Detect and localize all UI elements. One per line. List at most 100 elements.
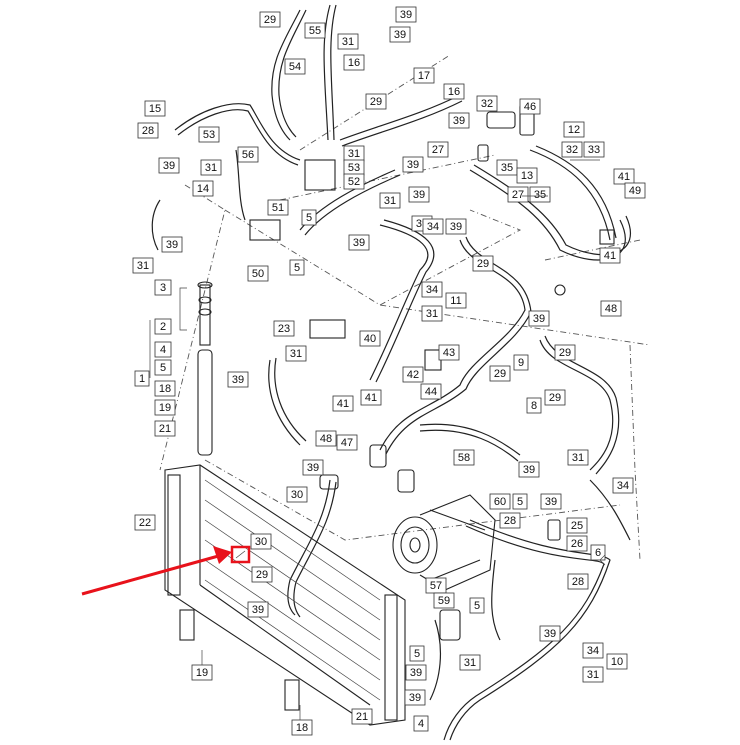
- callout: 42: [402, 366, 424, 383]
- svg-text:34: 34: [587, 645, 599, 657]
- callout: 53: [198, 126, 220, 143]
- svg-text:39: 39: [545, 496, 557, 508]
- svg-text:49: 49: [629, 185, 641, 197]
- svg-text:31: 31: [464, 657, 476, 669]
- condenser: [164, 464, 406, 726]
- callout: 35: [496, 159, 518, 176]
- callout: 43: [438, 344, 460, 361]
- callout: 50: [247, 265, 269, 282]
- svg-text:47: 47: [341, 437, 353, 449]
- svg-text:23: 23: [278, 323, 290, 335]
- svg-text:39: 39: [400, 9, 412, 21]
- callout: 32: [476, 95, 498, 112]
- svg-text:55: 55: [309, 25, 321, 37]
- callout: 39: [402, 156, 424, 173]
- callout: 34: [422, 218, 444, 235]
- svg-text:41: 41: [365, 392, 377, 404]
- callout: 48: [600, 300, 622, 317]
- highlight-arrow: [81, 545, 251, 596]
- callout: 35: [529, 186, 551, 203]
- callout: 5: [512, 493, 528, 510]
- callout: 41: [613, 168, 635, 185]
- svg-text:14: 14: [197, 183, 209, 195]
- callout: 3: [154, 279, 172, 296]
- svg-text:9: 9: [518, 357, 524, 369]
- svg-text:41: 41: [618, 171, 630, 183]
- group-outlines: [159, 54, 651, 561]
- svg-text:39: 39: [407, 159, 419, 171]
- callout: 29: [554, 344, 576, 361]
- callout: 30: [250, 533, 272, 550]
- svg-text:33: 33: [588, 144, 600, 156]
- callout: 21: [351, 708, 373, 725]
- callout: 39: [302, 459, 324, 476]
- callout: 6: [590, 544, 606, 561]
- callout: 19: [154, 399, 176, 416]
- callout: 49: [624, 182, 646, 199]
- svg-text:39: 39: [409, 692, 421, 704]
- callout: 39: [404, 689, 426, 706]
- callout: 31: [379, 192, 401, 209]
- svg-text:31: 31: [587, 669, 599, 681]
- svg-text:44: 44: [425, 386, 437, 398]
- svg-text:18: 18: [159, 383, 171, 395]
- svg-text:29: 29: [256, 569, 268, 581]
- svg-text:29: 29: [264, 14, 276, 26]
- svg-text:42: 42: [407, 369, 419, 381]
- callout: 41: [599, 247, 621, 264]
- svg-text:39: 39: [166, 239, 178, 251]
- svg-text:34: 34: [426, 284, 438, 296]
- callout: 31: [343, 145, 365, 162]
- callout: 31: [132, 257, 154, 274]
- callout: 27: [507, 186, 529, 203]
- svg-text:58: 58: [458, 452, 470, 464]
- callout: 39: [348, 234, 370, 251]
- callout: 39: [408, 186, 430, 203]
- callout: 1: [134, 370, 150, 387]
- callout: 26: [566, 535, 588, 552]
- callout: 34: [421, 281, 443, 298]
- callout: 39: [405, 664, 427, 681]
- svg-text:35: 35: [534, 189, 546, 201]
- svg-text:5: 5: [306, 212, 312, 224]
- svg-text:39: 39: [533, 313, 545, 325]
- callout: 8: [526, 397, 542, 414]
- callout: 41: [332, 395, 354, 412]
- callout: 47: [336, 434, 358, 451]
- ac-compressor: [392, 494, 496, 591]
- svg-text:29: 29: [549, 392, 561, 404]
- svg-text:53: 53: [348, 162, 360, 174]
- svg-text:41: 41: [604, 250, 616, 262]
- svg-text:48: 48: [605, 303, 617, 315]
- callout: 5: [469, 597, 485, 614]
- callout: 4: [154, 341, 172, 358]
- callout: 39: [395, 6, 417, 23]
- svg-text:28: 28: [142, 125, 154, 137]
- callout: 39: [445, 218, 467, 235]
- callout: 9: [513, 354, 529, 371]
- svg-text:5: 5: [414, 648, 420, 660]
- callout: 31: [567, 449, 589, 466]
- callout: 34: [612, 477, 634, 494]
- svg-text:27: 27: [512, 189, 524, 201]
- svg-text:39: 39: [450, 221, 462, 233]
- svg-text:34: 34: [617, 480, 629, 492]
- svg-text:39: 39: [163, 160, 175, 172]
- callout: 29: [472, 255, 494, 272]
- callout: 39: [518, 461, 540, 478]
- callout: 27: [427, 141, 449, 158]
- callout: 44: [420, 383, 442, 400]
- svg-text:31: 31: [426, 308, 438, 320]
- callout: 21: [154, 420, 176, 437]
- callout: 18: [154, 380, 176, 397]
- callout: 29: [544, 389, 566, 406]
- svg-text:19: 19: [196, 667, 208, 679]
- svg-text:4: 4: [160, 344, 166, 356]
- svg-text:60: 60: [494, 496, 506, 508]
- svg-text:32: 32: [566, 144, 578, 156]
- callout: 31: [200, 159, 222, 176]
- svg-text:21: 21: [159, 423, 171, 435]
- svg-text:39: 39: [232, 374, 244, 386]
- svg-text:34: 34: [427, 221, 439, 233]
- callout: 5: [289, 259, 305, 276]
